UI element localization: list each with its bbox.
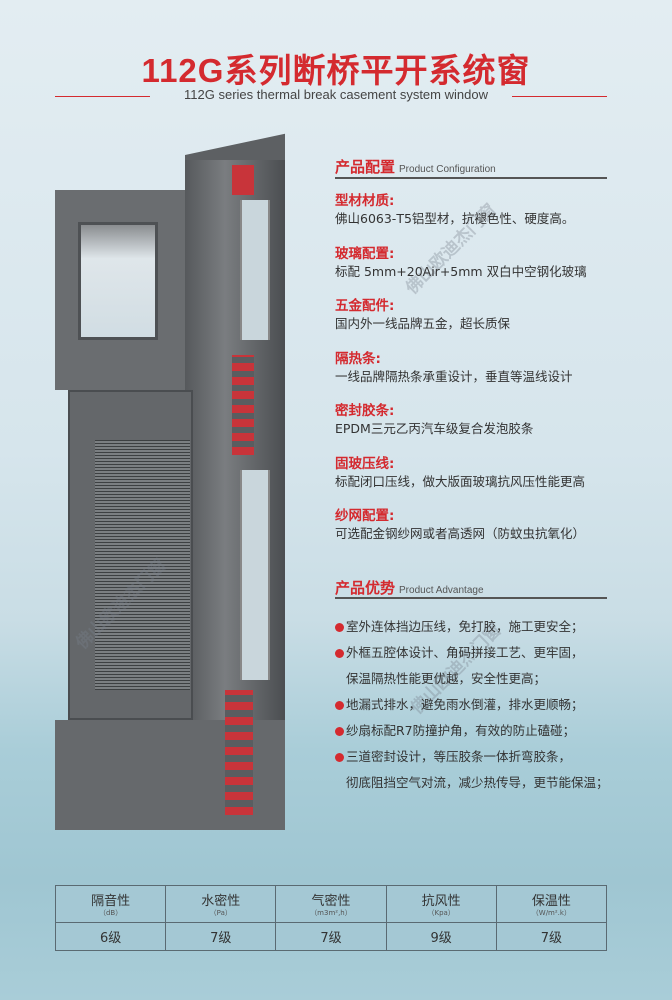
- bullet-icon: [335, 701, 344, 710]
- screen-mesh: [95, 440, 190, 690]
- performance-header: 抗风性（Kpa）: [385, 885, 497, 923]
- performance-unit: （Kpa）: [427, 908, 455, 917]
- performance-value: 7级: [495, 922, 608, 951]
- performance-header: 气密性（m3m²,h）: [275, 885, 387, 923]
- performance-table: 隔音性（dB）水密性（Pa）气密性（m3m²,h）抗风性（Kpa）保温性（W/m…: [54, 885, 608, 951]
- config-item-body: 可选配金钢纱网或者高透网（防蚊虫抗氧化）: [335, 526, 586, 541]
- thermal-break-red: [232, 355, 254, 455]
- performance-unit: （Pa）: [209, 908, 232, 917]
- config-item-body: 国内外一线品牌五金，超长质保: [335, 316, 511, 331]
- performance-value: 7级: [165, 922, 277, 951]
- advantage-line: 外框五腔体设计、角码拼接工艺、更牢固，: [335, 642, 584, 661]
- advantage-line: 彻底阻挡空气对流，减少热传导，更节能保温；: [346, 775, 609, 790]
- performance-value: 9级: [385, 922, 497, 951]
- upper-glass: [78, 222, 158, 340]
- config-item-body: 标配 5mm+20Air+5mm 双白中空钢化玻璃: [335, 263, 587, 279]
- bullet-icon: [335, 753, 344, 762]
- performance-unit: （dB）: [98, 908, 123, 917]
- config-item-heading: 密封胶条:: [335, 403, 395, 419]
- config-item-heading: 型材材质:: [335, 193, 395, 209]
- config-item-heading: 纱网配置:: [335, 508, 395, 524]
- performance-value: 6级: [54, 922, 167, 951]
- glass-pane: [240, 200, 270, 340]
- config-item-body: 标配闭口压线，做大版面玻璃抗风压性能更高: [335, 473, 586, 489]
- advantage-divider: [335, 597, 607, 599]
- title-divider-right: [512, 96, 607, 97]
- advantage-line: 三道密封设计，等压胶条一体折弯胶条，: [335, 746, 571, 765]
- window-illustration: [0, 0, 300, 850]
- bullet-icon: [335, 623, 344, 632]
- advantage-line: 纱扇标配R7防撞护角，有效的防止磕碰；: [335, 720, 575, 739]
- thermal-break-red: [225, 690, 253, 815]
- config-item-heading: 固玻压线:: [335, 455, 395, 472]
- page-subtitle: 112G series thermal break casement syste…: [184, 87, 488, 102]
- config-item-body: 一线品牌隔热条承重设计，垂直等温线设计: [335, 368, 573, 384]
- bullet-icon: [335, 649, 344, 658]
- config-item-body: 佛山6063-T5铝型材，抗褪色性、硬度高。: [335, 211, 575, 226]
- performance-unit: （m3m²,h）: [310, 908, 352, 917]
- config-item-heading: 五金配件:: [335, 298, 395, 314]
- config-item-body: EPDM三元乙丙汽车级复合发泡胶条: [335, 421, 534, 436]
- performance-header: 隔音性（dB）: [54, 885, 167, 923]
- bullet-icon: [335, 727, 344, 736]
- advantage-line: 室外连体挡边压线，免打胶，施工更安全；: [335, 616, 584, 635]
- title-divider-left: [55, 96, 150, 97]
- performance-header: 保温性（W/m².k）: [495, 885, 608, 923]
- config-divider: [335, 177, 607, 179]
- config-item-heading: 玻璃配置:: [335, 245, 395, 262]
- advantage-line: 保温隔热性能更优越，安全性更高；: [346, 671, 547, 686]
- performance-unit: （W/m².k）: [531, 908, 571, 917]
- page-title: 112G系列断桥平开系统窗: [141, 52, 531, 89]
- glass-pane-lower: [240, 470, 270, 680]
- performance-header: 水密性（Pa）: [165, 885, 277, 923]
- config-item-heading: 隔热条:: [335, 350, 381, 367]
- advantage-line: 地漏式排水，避免雨水倒灌，排水更顺畅；: [335, 694, 584, 713]
- thermal-break-red: [232, 165, 254, 195]
- performance-value: 7级: [275, 922, 387, 951]
